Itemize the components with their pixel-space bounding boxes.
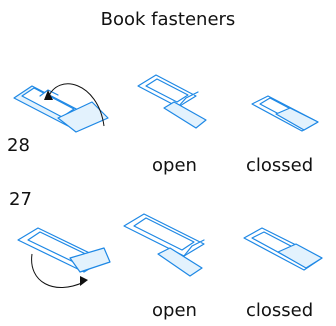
fastener-28-tongue <box>57 101 109 133</box>
label-open-bottom: open <box>152 300 197 321</box>
fastener-bottom-open-slot <box>133 217 195 251</box>
label-closed-bottom: clossed <box>246 300 314 321</box>
fastener-top-closed <box>251 95 319 132</box>
fastener-top-open <box>137 74 207 129</box>
fastener-top-open-hinge <box>177 91 199 108</box>
fastener-27-arrowhead <box>80 276 88 286</box>
fastener-top-open-tongue <box>163 101 207 129</box>
fastener-bottom-open-hinge <box>183 239 205 257</box>
fastener-28-slot <box>21 87 75 118</box>
fastener-bottom-open-tongue <box>157 247 203 277</box>
figure-number-27: 27 <box>9 189 32 210</box>
fastener-28-arrowhead <box>44 90 53 100</box>
fastener-27-folding <box>17 227 111 288</box>
fastener-bottom-open <box>123 213 205 277</box>
fastener-27-fold-arrow <box>31 253 85 288</box>
fastener-top-open-slot <box>145 78 189 103</box>
fastener-28-fold-arrow <box>47 83 105 127</box>
fastener-top-closed-tongue <box>275 107 319 131</box>
fastener-bottom-closed-tongue <box>277 243 323 269</box>
label-closed-top: clossed <box>246 155 314 176</box>
figure-title: Book fasteners <box>100 9 236 30</box>
fastener-28-folding <box>13 83 109 133</box>
figure-number-28: 28 <box>7 135 30 156</box>
fastener-27-tongue <box>69 247 111 273</box>
fastener-bottom-closed <box>243 227 323 271</box>
label-open-top: open <box>152 155 197 176</box>
